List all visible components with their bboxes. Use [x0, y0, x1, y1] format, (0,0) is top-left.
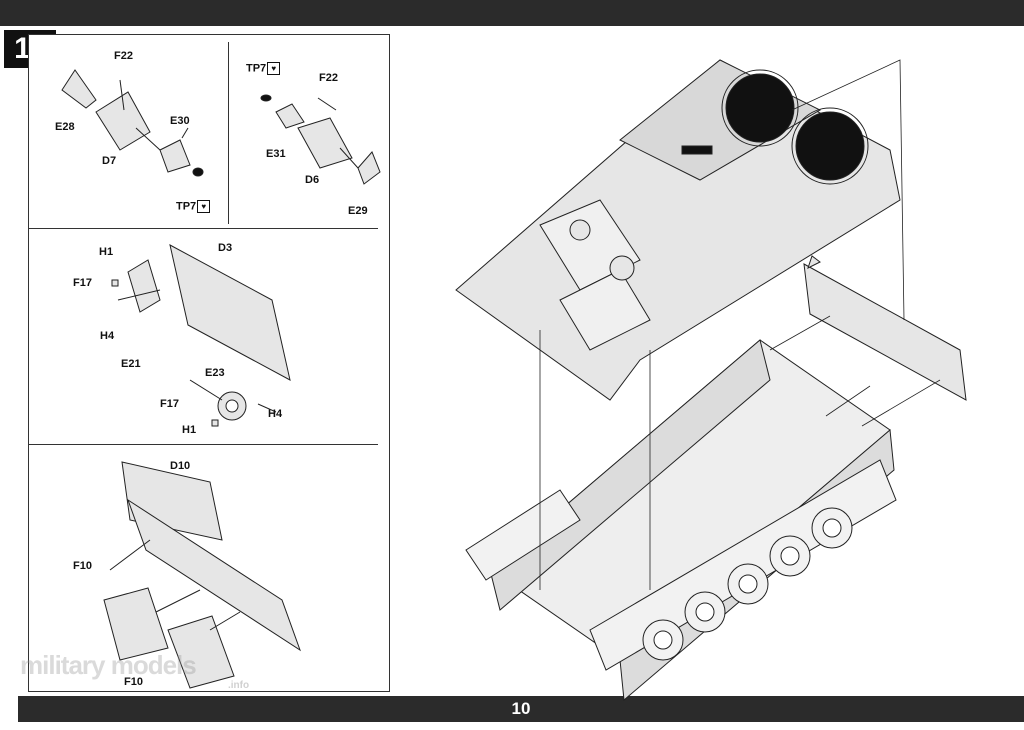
- label-h1-top: H1: [99, 246, 114, 258]
- sub2-exhaust-parts: [260, 94, 381, 185]
- label-h1-bottom: H1: [182, 424, 197, 436]
- page-number: 10: [511, 699, 531, 718]
- label-d7: D7: [102, 155, 117, 167]
- top-bar: [0, 0, 1024, 26]
- label-d10: D10: [170, 460, 191, 472]
- label-e28: E28: [55, 121, 75, 133]
- label-f10-top: F10: [73, 560, 92, 572]
- label-d3: D3: [218, 242, 233, 254]
- track-assembly: [465, 459, 897, 671]
- label-f17-top: F17: [73, 277, 92, 289]
- label-e31: E31: [266, 148, 286, 160]
- label-e30: E30: [170, 115, 190, 127]
- label-f10-bottom: F10: [124, 676, 143, 688]
- watermark-suffix: .info: [228, 680, 250, 691]
- upper-hull: [455, 59, 901, 401]
- label-e29: E29: [348, 205, 368, 217]
- label-e21: E21: [121, 358, 141, 370]
- heart-icon: ♥: [267, 62, 281, 75]
- side-plate: [803, 255, 967, 401]
- heart-icon: ♥: [197, 200, 211, 213]
- label-h4-right: H4: [268, 408, 283, 420]
- panel-divider-horizontal-2: [28, 444, 378, 445]
- label-h4-left: H4: [100, 330, 115, 342]
- label-f22: F22: [114, 50, 133, 62]
- bottom-bar: 10: [18, 696, 1024, 722]
- panel-divider-vertical: [228, 42, 229, 224]
- label-tp7-1: TP7♥: [176, 200, 211, 213]
- panel-divider-horizontal-1: [28, 228, 378, 229]
- label-tp7-text: TP7: [176, 200, 197, 213]
- guide-lines: [539, 59, 941, 590]
- label-f17-bottom: F17: [160, 398, 179, 410]
- watermark: military models: [20, 650, 197, 680]
- label-tp7-2: TP7♥: [246, 62, 281, 75]
- sub3-rear-plate: [111, 244, 291, 427]
- label-tp7-text: TP7: [246, 62, 267, 75]
- label-d6: D6: [305, 174, 320, 186]
- sub1-exhaust-parts: [61, 69, 204, 177]
- sub4-rear-hull: [103, 461, 301, 689]
- label-f22-2: F22: [319, 72, 338, 84]
- label-e23: E23: [205, 367, 225, 379]
